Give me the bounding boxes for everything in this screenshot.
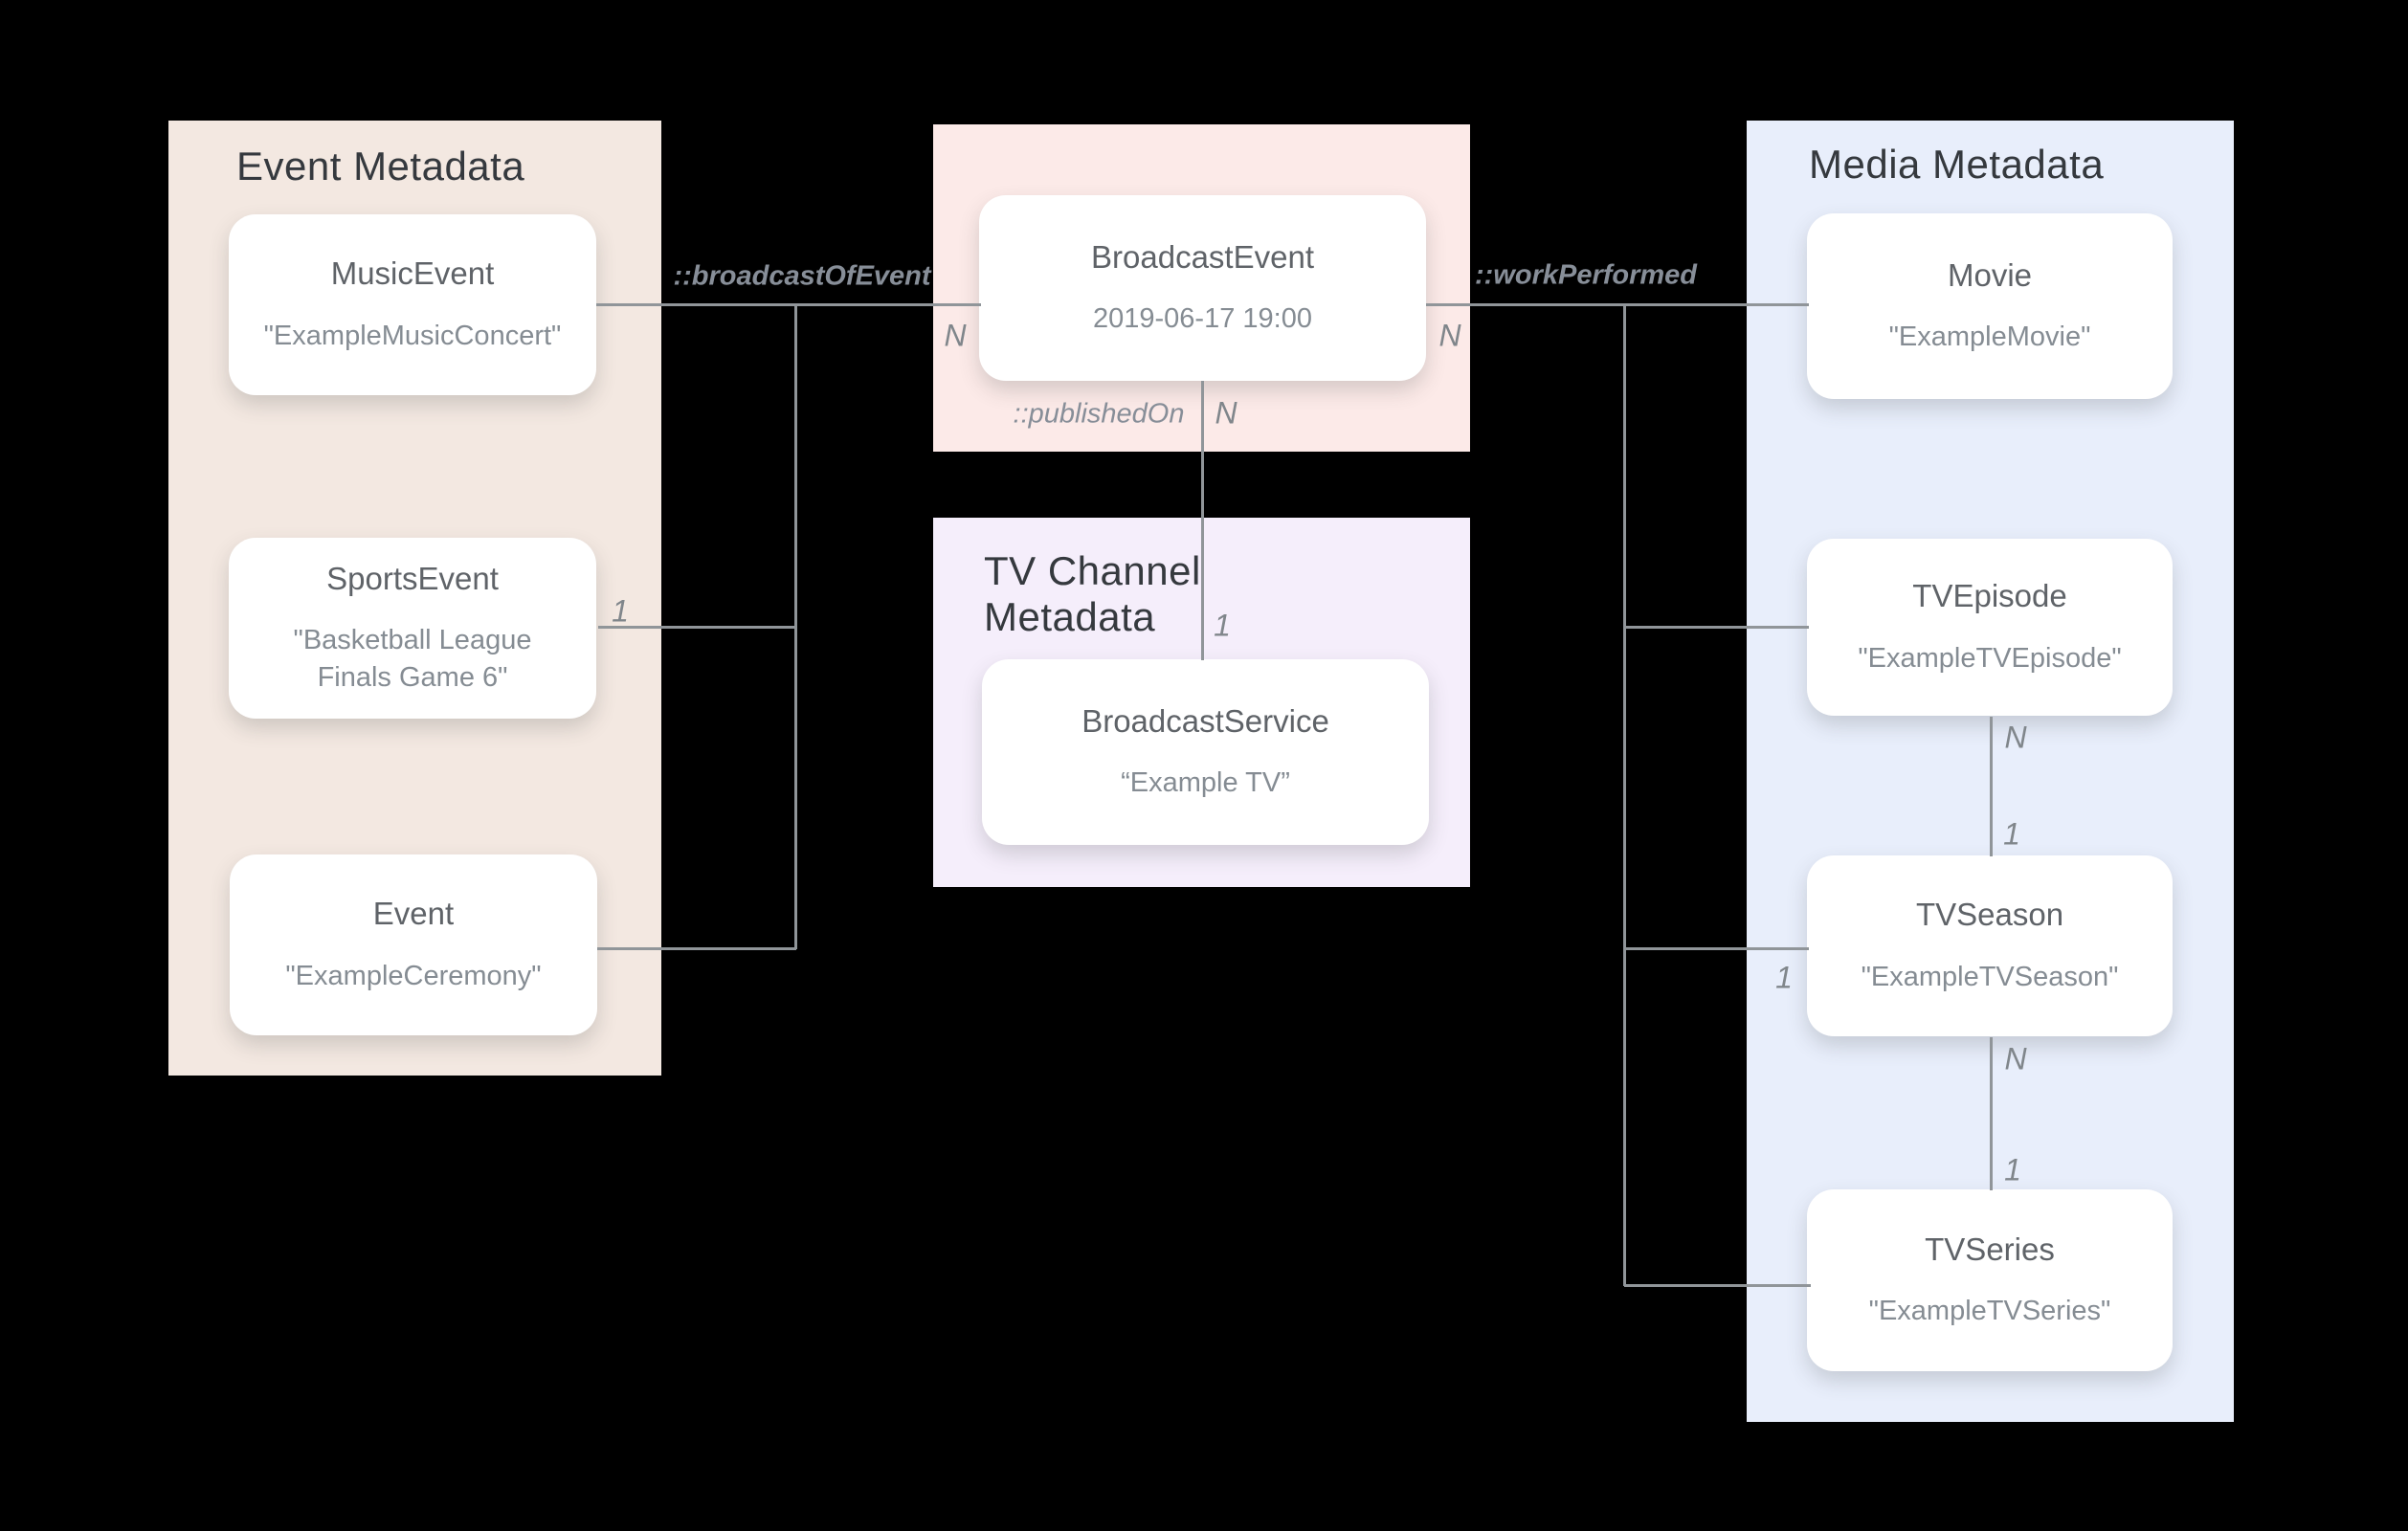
broadcast-event-card-value: 2019-06-17 19:00 [1093,303,1312,335]
sports-event-card: SportsEvent "Basketball League Finals Ga… [229,538,596,719]
cardinality-publishedon-source: N [1215,395,1237,431]
broadcast-service-card: BroadcastService “Example TV” [982,659,1429,845]
broadcast-event-card-title: BroadcastEvent [1091,238,1314,275]
cardinality-tvseries-top: 1 [2004,1152,2021,1187]
broadcast-event-card: BroadcastEvent 2019-06-17 19:00 [979,195,1426,381]
tv-season-card: TVSeason "ExampleTVSeason" [1807,855,2173,1036]
cardinality-broadcastevent-left: N [944,318,967,353]
event-metadata-panel-title: Event Metadata [236,144,525,189]
cardinality-tvseason-top: 1 [2003,816,2020,852]
broadcast-of-event-relation-label: ::broadcastOfEvent [673,260,931,292]
broadcast-service-card-value: “Example TV” [1121,767,1290,799]
published-on-relation-label: ::publishedOn [1013,398,1185,430]
event-card: Event "ExampleCeremony" [230,854,597,1035]
connector-event-branch-vertical [794,304,797,949]
tv-season-card-title: TVSeason [1915,897,2064,933]
tv-series-card: TVSeries "ExampleTVSeries" [1807,1189,2173,1371]
media-metadata-panel-title: Media Metadata [1809,142,2105,187]
tv-episode-card-value: "ExampleTVEpisode" [1858,642,2122,674]
tv-season-card-value: "ExampleTVSeason" [1861,961,2119,992]
connector-branch-tvseason [1624,947,1809,950]
sports-event-card-value: "Basketball League Finals Game 6" [293,625,532,694]
connector-event-branch [597,947,796,950]
movie-card-value: "ExampleMovie" [1888,322,2091,353]
tv-episode-card-title: TVEpisode [1912,578,2067,614]
cardinality-tvepisode-bottom: N [2004,720,2027,755]
cardinality-tvseason-left: 1 [1775,960,1793,995]
connector-branch-tvseries [1624,1284,1811,1287]
connector-tvepisode-tvseason [1990,717,1993,856]
music-event-card-title: MusicEvent [330,255,495,292]
music-event-card: MusicEvent "ExampleMusicConcert" [229,214,596,395]
work-performed-relation-label: ::workPerformed [1474,259,1698,291]
connector-publishedon-vertical [1201,381,1204,660]
movie-card: Movie "ExampleMovie" [1807,213,2173,399]
connector-sportsevent-branch [598,626,796,629]
event-card-title: Event [372,896,455,932]
connector-media-branch-vertical [1623,304,1626,1286]
music-event-card-value: "ExampleMusicConcert" [263,320,562,351]
sports-event-card-title: SportsEvent [326,560,499,596]
broadcast-service-card-title: BroadcastService [1081,702,1329,739]
connector-broadcastevent-movie [1426,303,1809,306]
tv-series-card-value: "ExampleTVSeries" [1868,1296,2111,1327]
connector-tvseason-tvseries [1990,1037,1993,1190]
cardinality-sportsevent: 1 [612,593,629,629]
tv-episode-card: TVEpisode "ExampleTVEpisode" [1807,539,2173,716]
cardinality-broadcastevent-right: N [1438,318,1461,353]
cardinality-broadcastservice: 1 [1214,608,1231,643]
movie-card-title: Movie [1947,256,2033,293]
connector-branch-tvepisode [1624,626,1809,629]
event-card-value: "ExampleCeremony" [285,960,542,991]
event-metadata-panel: Event Metadata MusicEvent "ExampleMusicC… [168,121,661,1076]
tv-channel-metadata-panel-title: TV Channel Metadata [984,548,1201,639]
cardinality-tvseason-bottom: N [2004,1041,2027,1076]
tv-series-card-title: TVSeries [1925,1231,2055,1267]
connector-musicevent-broadcastevent [596,303,981,306]
